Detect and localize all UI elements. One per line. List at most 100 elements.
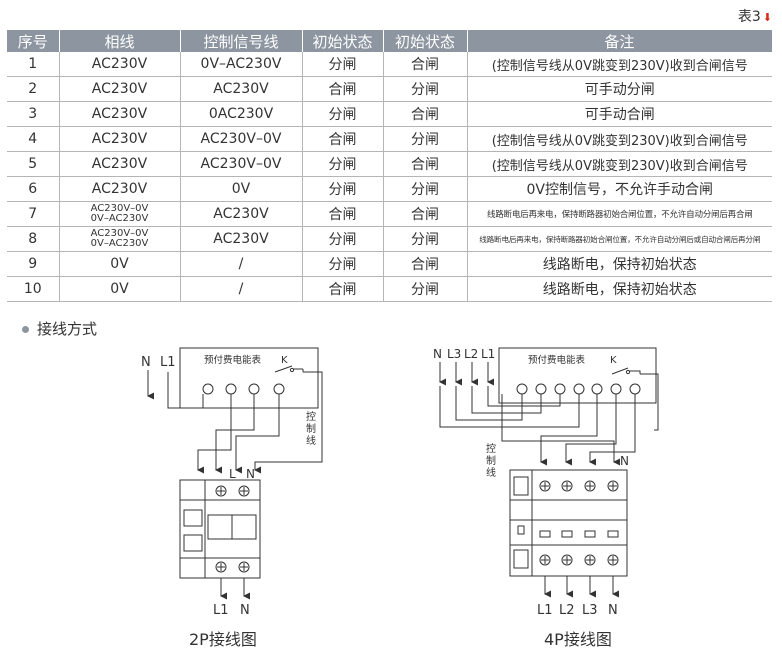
cell-phase-line-2: 0V–AC230V (90, 213, 149, 224)
table-row: 2 AC230V AC230V 合闸 分闸 可手动分闸 (7, 76, 772, 102)
cell-note: (控制信号线从0V跳变到230V)收到合闸信号 (467, 151, 772, 177)
table-row: 5 AC230V AC230V–0V 分闸 合闸 (控制信号线从0V跳变到230… (7, 151, 772, 177)
cell-no: 10 (7, 276, 60, 302)
header-cell: 相线 (59, 30, 181, 52)
cell-state-2: 合闸 (383, 251, 468, 277)
section-title: 接线方式 (37, 320, 98, 338)
label-input-l3: L3 (447, 347, 461, 361)
cell-signal: AC230V (180, 76, 303, 102)
label-meter-2p: 预付费电能表 (204, 354, 262, 366)
cell-state-2: 分闸 (383, 276, 468, 302)
cell-phase: AC230V (59, 176, 181, 202)
diagram-4p-labels: N L3 L2 L1 预付费电能表 K N L1 L2 L3 N (433, 347, 629, 618)
cell-signal: AC230V–0V (180, 126, 303, 152)
header-cell: 初始状态 (302, 30, 384, 52)
diagram-2p-labels: N L1 预付费电能表 K L N L1 N (141, 354, 288, 618)
cell-note: 线路断电，保持初始状态 (467, 276, 772, 302)
cell-state-2: 分闸 (383, 176, 468, 202)
label-out-l1-4p: L1 (537, 603, 553, 618)
cell-state-1: 分闸 (302, 176, 384, 202)
table-row: 1 AC230V 0V–AC230V 分闸 合闸 (控制信号线从0V跳变到230… (7, 52, 772, 77)
label-k-4p: K (610, 355, 617, 366)
input-l1-wire (167, 372, 204, 409)
label-k-2p: K (281, 355, 288, 366)
section-heading: 接线方式 (22, 318, 97, 339)
table-header-row: 序号 相线 控制信号线 初始状态 初始状态 备注 (7, 30, 773, 52)
cell-no: 7 (7, 201, 60, 227)
label-top-n: N (246, 467, 255, 481)
label-out-l3-4p: L3 (582, 603, 598, 618)
cell-state-2: 合闸 (383, 151, 468, 177)
breaker-4p (509, 469, 628, 577)
cell-state-1: 合闸 (302, 76, 384, 102)
header-cell: 控制信号线 (180, 30, 303, 52)
wire-l2-2p (215, 394, 255, 474)
label-ctrl-4p: 控制线 (486, 444, 496, 479)
cell-state-2: 分闸 (383, 126, 468, 152)
meter-terminal (248, 383, 260, 395)
cell-phase: AC230V (59, 151, 181, 177)
cell-no: 1 (7, 52, 60, 77)
switch-k-2p (274, 365, 304, 373)
meter-box-2p (179, 347, 319, 409)
label-out-n-4p: N (608, 603, 618, 618)
label-out-n: N (240, 603, 250, 618)
table-tag-label: 表3 (737, 9, 761, 25)
cell-state-1: 分闸 (302, 226, 384, 252)
diagram-2p (147, 347, 323, 600)
cell-note: 线路断电后再来电，保持断路器初始合闸位置，不允许自动分闸后或自动合闸后再分闸 (467, 226, 772, 252)
meter-box-4p (498, 347, 657, 404)
caption-4p: 4P接线图 (544, 630, 612, 649)
label-out-l1: L1 (213, 603, 229, 618)
cell-phase-line-1: AC230V–0V (90, 228, 149, 239)
label-input-l1-4p: L1 (481, 347, 495, 361)
cell-signal: AC230V (180, 201, 303, 227)
cell-state-2: 合闸 (383, 201, 468, 227)
cell-signal: / (180, 251, 303, 277)
cell-no: 3 (7, 101, 60, 127)
table-row: 10 0V / 合闸 分闸 线路断电，保持初始状态 (7, 276, 772, 302)
header-cell: 备注 (467, 30, 773, 52)
label-input-n: N (141, 355, 151, 370)
wire-l-2p (197, 394, 232, 474)
diagram-4p (439, 347, 659, 598)
header-cell: 初始状态 (383, 30, 468, 52)
meter-terminal (273, 383, 285, 395)
down-arrow-icon: ⬇ (762, 11, 772, 24)
label-input-n-4p: N (433, 347, 442, 361)
cell-note: 0V控制信号，不允许手动合闸 (467, 176, 772, 202)
bullet-icon (22, 326, 29, 333)
cell-note: (控制信号线从0V跳变到230V)收到合闸信号 (467, 52, 772, 77)
label-input-l2: L2 (464, 347, 478, 361)
cell-no: 4 (7, 126, 60, 152)
cell-phase: AC230V (59, 76, 181, 102)
control-wire-4p (501, 394, 620, 466)
meter-terminal (225, 383, 237, 395)
header-cell: 序号 (7, 30, 60, 52)
cell-note: (控制信号线从0V跳变到230V)收到合闸信号 (467, 126, 772, 152)
cell-signal: 0V–AC230V (180, 52, 303, 77)
cell-state-2: 分闸 (383, 76, 468, 102)
cell-note: 可手动分闸 (467, 76, 772, 102)
meter-terminal (202, 383, 214, 395)
table-row: 3 AC230V 0AC230V 分闸 合闸 可手动合闸 (7, 101, 772, 127)
cell-phase-line-2: 0V–AC230V (90, 238, 149, 249)
cell-phase: AC230V (59, 52, 181, 77)
cell-signal: AC230V–0V (180, 151, 303, 177)
caption-2p: 2P接线图 (189, 630, 257, 649)
cell-state-2: 合闸 (383, 101, 468, 127)
cell-state-1: 分闸 (302, 251, 384, 277)
cell-no: 5 (7, 151, 60, 177)
cell-signal: / (180, 276, 303, 302)
breaker-2p (179, 479, 261, 579)
label-out-l2-4p: L2 (559, 603, 575, 618)
spec-table: 序号 相线 控制信号线 初始状态 初始状态 备注 1 AC230V 0V–AC2… (7, 30, 773, 302)
cell-signal: 0AC230V (180, 101, 303, 127)
cell-phase: 0V (59, 251, 181, 277)
cell-signal: AC230V (180, 226, 303, 252)
cell-note: 线路断电，保持初始状态 (467, 251, 772, 277)
label-ctrl-2p: 控制线 (306, 412, 316, 447)
